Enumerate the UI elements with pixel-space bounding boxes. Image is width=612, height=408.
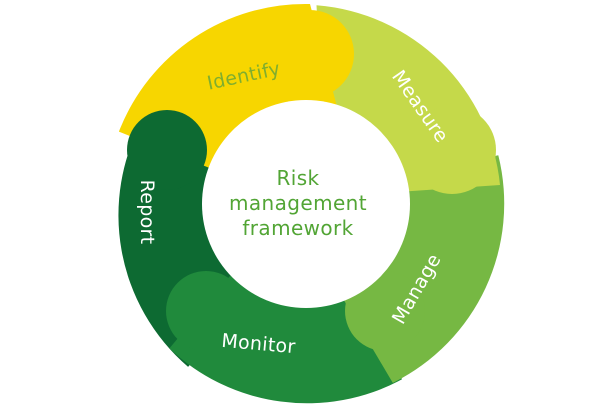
center-title-line-3: framework xyxy=(242,216,353,240)
center-title-line-1: Risk xyxy=(276,166,319,190)
head-report xyxy=(127,110,207,190)
center-hub xyxy=(202,100,410,308)
label-report: Report xyxy=(136,180,158,245)
head-monitor xyxy=(166,271,246,351)
center-title-line-2: management xyxy=(229,191,367,215)
head-manage xyxy=(345,271,425,351)
head-identify xyxy=(266,10,354,98)
head-measure xyxy=(408,106,496,194)
